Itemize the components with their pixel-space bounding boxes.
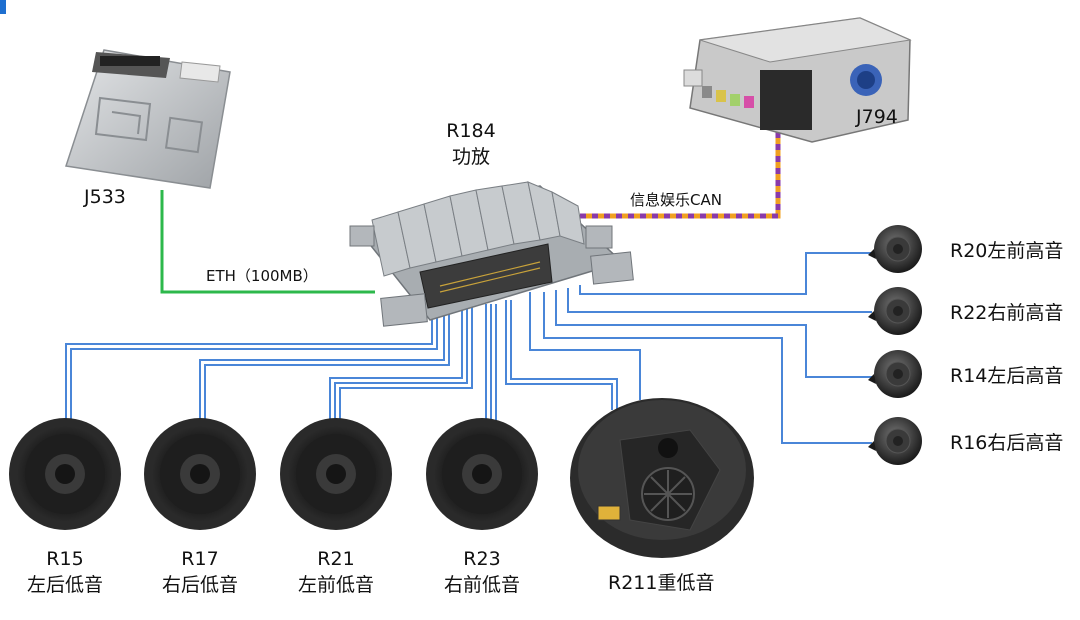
- eth-label: ETH（100MB）: [206, 267, 318, 285]
- wire-r22: [567, 288, 872, 313]
- woofer-r15-line2: 左后低音: [26, 574, 103, 596]
- woofer-r21-line2: 左前低音: [297, 574, 374, 596]
- wire-r14: [555, 290, 872, 378]
- tweeter-r16-label: R16右后高音: [950, 432, 1064, 454]
- r184-label-line1: R184: [446, 120, 496, 142]
- tweeter-r22-label: R22右前高音: [950, 302, 1064, 324]
- tweeter-r20-label: R20左前高音: [950, 240, 1064, 262]
- wire-r17: [199, 302, 450, 424]
- woofer-r23-line2: 右前低音: [443, 574, 520, 596]
- wire-r21: [329, 304, 473, 424]
- tweeter-r14-icon: [868, 350, 922, 398]
- eth-wire: [160, 190, 375, 294]
- woofer-r21-line1: R21: [317, 548, 355, 570]
- corner-accent: [0, 0, 6, 14]
- wire-r16: [543, 292, 872, 444]
- wire-r211-2: [505, 300, 618, 410]
- woofer-r21-icon: [280, 418, 392, 530]
- woofer-r23-icon: [426, 418, 538, 530]
- wire-group: [65, 118, 872, 444]
- woofer-r17-line1: R17: [181, 548, 219, 570]
- tweeter-r22-icon: [868, 287, 922, 335]
- subwoofer-r211-icon: [570, 398, 754, 558]
- woofer-r15-icon: [9, 418, 121, 530]
- tweeter-r20-icon: [868, 225, 922, 273]
- wire-r211: [529, 292, 641, 400]
- amplifier-icon: [349, 181, 634, 327]
- j533-label: J533: [84, 186, 126, 208]
- woofer-r15-line1: R15: [46, 548, 84, 570]
- j794-label: J794: [856, 106, 898, 128]
- tweeter-r16-icon: [868, 417, 922, 465]
- gateway-module-icon: [65, 49, 231, 189]
- infotainment-unit-icon: [683, 17, 912, 143]
- woofer-r23-line1: R23: [463, 548, 501, 570]
- tweeter-r14-label: R14左后高音: [950, 365, 1064, 387]
- can-label: 信息娱乐CAN: [630, 191, 722, 209]
- subwoofer-r211-label: R211重低音: [608, 572, 715, 594]
- can-wire-stripe: [580, 118, 781, 219]
- r184-label-line2: 功放: [451, 146, 490, 168]
- woofer-r17-line2: 右后低音: [161, 574, 238, 596]
- wire-r20: [579, 252, 872, 295]
- wire-r23: [485, 304, 497, 424]
- wire-r15: [65, 300, 438, 424]
- woofer-r17-icon: [144, 418, 256, 530]
